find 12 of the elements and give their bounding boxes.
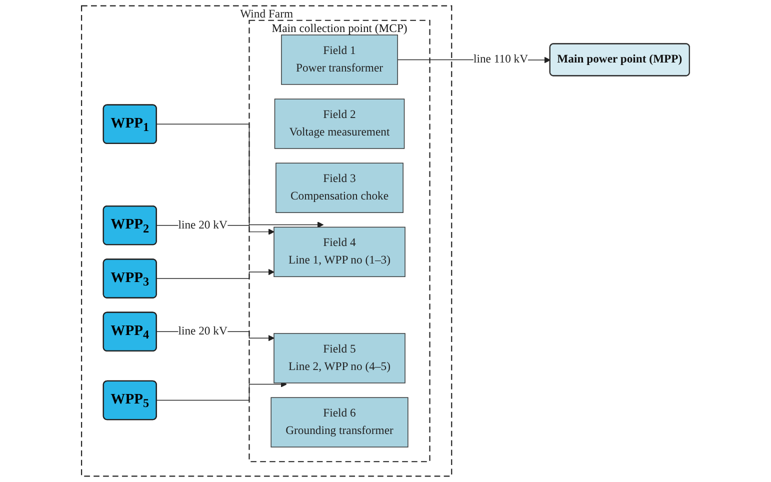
edge-label: line 20 kV [178, 218, 228, 232]
node-box: Field 4 Line 1, WPP no (1–3) [274, 226, 406, 278]
arrow [156, 381, 287, 401]
arrow [156, 124, 324, 228]
node-box: Field 2 Voltage measurement [274, 98, 405, 149]
edge-label: line 20 kV [178, 325, 228, 338]
node-box: Field 6 Grounding transformer [270, 397, 408, 448]
node-box: Field 3 Compensation choke [276, 162, 404, 213]
node-box: Field 5 Line 2, WPP no (4–5) [274, 333, 406, 384]
node-box: Field 1 Power transformer [281, 34, 398, 85]
edge-label: line 110 kV [473, 53, 528, 66]
arrow [156, 268, 274, 280]
